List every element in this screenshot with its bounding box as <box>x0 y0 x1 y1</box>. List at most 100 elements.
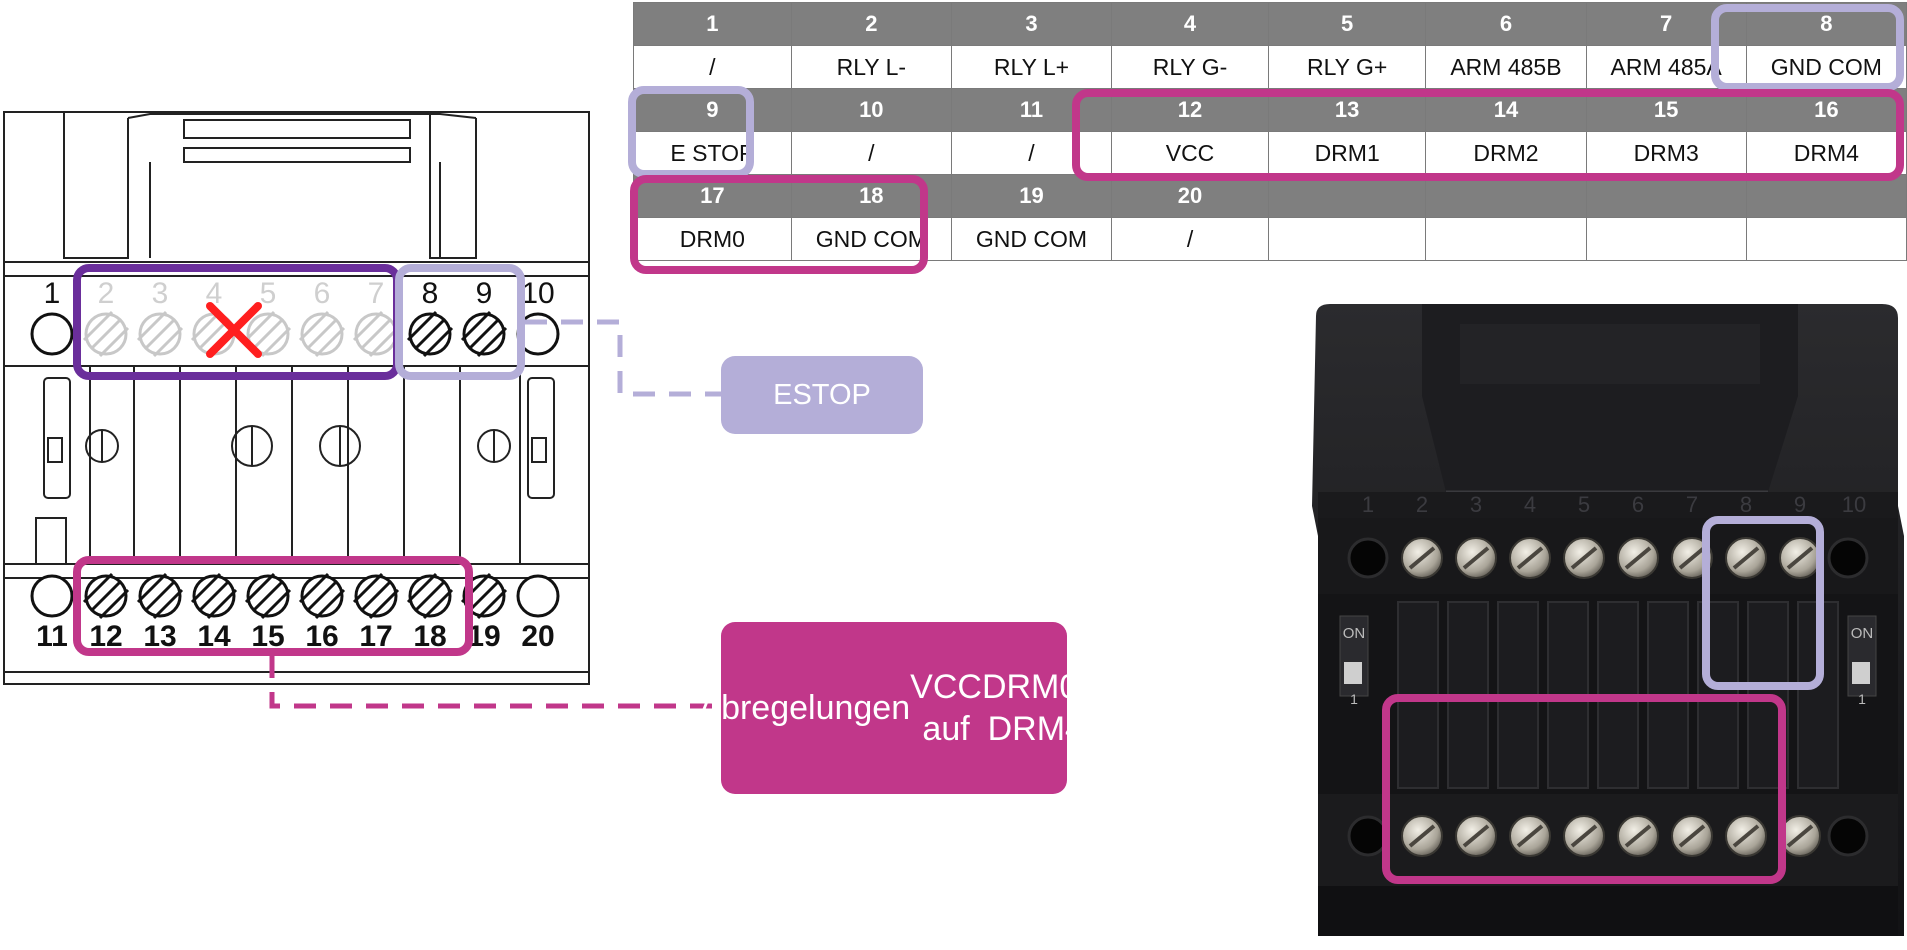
terminal-number: 15 <box>251 620 284 653</box>
drm-callout-line-2: VCC auf <box>910 667 982 749</box>
terminal-screw-icon <box>460 310 508 358</box>
highlight-drm-terminals <box>73 556 473 656</box>
photo-screw-icon <box>1509 815 1551 857</box>
photo-hole <box>1347 537 1389 579</box>
pin-number-cell <box>1585 174 1747 218</box>
pin-label-cell: DRM4 <box>1745 131 1907 175</box>
photo-switch-on-label: ON <box>1343 625 1366 642</box>
terminal-number: 12 <box>89 620 122 653</box>
terminal-number: 2 <box>98 277 115 310</box>
terminal-block-body <box>3 111 590 685</box>
terminal-screw-icon <box>298 572 346 620</box>
photo-terminal-number: 7 <box>1686 492 1698 517</box>
pin-label-cell: ARM 485B <box>1425 45 1587 89</box>
terminal-screw-icon <box>406 310 454 358</box>
pin-label-cell: DRM2 <box>1425 131 1587 175</box>
pin-label-cell: RLY L+ <box>950 45 1113 89</box>
photo-terminal-number: 5 <box>1578 492 1590 517</box>
photo-terminal-number: 4 <box>1524 492 1536 517</box>
terminal-number: 9 <box>476 277 493 310</box>
photo-screw-icon <box>1455 537 1497 579</box>
photo-screw-icon <box>1401 537 1443 579</box>
pin-number-cell: 4 <box>1111 2 1269 46</box>
terminal-screw-icon <box>352 572 400 620</box>
drm-callout-line-3: DRM0-DRM4 <box>981 667 1090 749</box>
highlight-estop-9 <box>628 86 754 178</box>
photo-screw-icon <box>1671 815 1713 857</box>
terminal-number: 20 <box>521 620 554 653</box>
terminal-screw-icon <box>190 572 238 620</box>
photo-terminal-number: 2 <box>1416 492 1428 517</box>
pin-label-cell: E STOP <box>633 131 792 175</box>
terminal-number: 6 <box>314 277 331 310</box>
pin-number-cell: 20 <box>1111 174 1269 218</box>
photo-screw-icon <box>1725 537 1767 579</box>
terminal-screw-icon <box>244 310 292 358</box>
terminal-number: 14 <box>197 620 231 653</box>
photo-terminal-number: 1 <box>1362 492 1374 517</box>
terminal-hole <box>516 574 560 618</box>
photo-highlight-drm <box>1382 694 1786 884</box>
photo-terminal-number: 8 <box>1740 492 1752 517</box>
pin-label-cell: RLY G- <box>1111 45 1269 89</box>
highlight-vcc-drm-row <box>1072 89 1904 181</box>
photo-screw-icon <box>1779 537 1821 579</box>
photo-switch-on-label-right: ON <box>1851 625 1874 642</box>
photo-screw-icon <box>1563 537 1605 579</box>
pin-label-cell: VCC <box>1111 131 1269 175</box>
pin-label-cell: DRM3 <box>1585 131 1747 175</box>
estop-callout: ESTOP <box>721 356 923 434</box>
highlight-gnd-com-8 <box>1711 4 1904 91</box>
photo-switch-number-right: 1 <box>1858 691 1866 707</box>
terminal-number: 13 <box>143 620 176 653</box>
pin-label-cell <box>1745 217 1907 261</box>
photo-terminal-number: 6 <box>1632 492 1644 517</box>
photo-terminal-number: 3 <box>1470 492 1482 517</box>
terminal-screw-icon <box>82 310 130 358</box>
photo-terminal-number: 10 <box>1842 492 1866 517</box>
terminal-number: 8 <box>422 277 439 310</box>
disabled-cross-icon <box>206 302 262 358</box>
terminal-number: 7 <box>368 277 385 310</box>
photo-screw-icon <box>1509 537 1551 579</box>
pin-number-cell: 1 <box>633 2 792 46</box>
photo-screw-icon <box>1779 815 1821 857</box>
terminal-number: 4 <box>206 277 223 310</box>
drm-connector <box>269 656 721 709</box>
pin-label-cell: GND COM <box>950 217 1113 261</box>
pin-label-cell <box>1585 217 1747 261</box>
terminal-screw-icon <box>82 572 130 620</box>
terminal-hole <box>30 312 74 356</box>
photo-screw-icon <box>1725 815 1767 857</box>
photo-screw-icon <box>1455 815 1497 857</box>
photo-highlight-estop <box>1702 516 1824 690</box>
pin-number-cell: 19 <box>950 174 1113 218</box>
terminal-number: 10 <box>521 277 554 310</box>
terminal-number: 1 <box>44 277 61 310</box>
estop-connector <box>525 319 721 397</box>
terminal-screw-icon <box>298 310 346 358</box>
pin-label-cell <box>1267 217 1427 261</box>
pin-number-cell: 9 <box>633 88 792 132</box>
terminal-screw-icon <box>406 572 454 620</box>
pin-label-cell: GND COM <box>1745 45 1907 89</box>
terminal-number: 17 <box>359 620 392 653</box>
photo-hole <box>1827 815 1869 857</box>
drm-callout-line-1: Abregelungen <box>698 688 911 727</box>
terminal-number: 18 <box>413 620 446 653</box>
pin-label-cell: RLY G+ <box>1267 45 1427 89</box>
highlight-drm0-gnd <box>630 175 928 274</box>
terminal-number: 5 <box>260 277 277 310</box>
terminal-number: 16 <box>305 620 338 653</box>
pin-label-cell <box>1425 217 1587 261</box>
photo-screw-icon <box>1401 815 1443 857</box>
terminal-screw-icon <box>136 310 184 358</box>
photo-switch-number: 1 <box>1350 691 1358 707</box>
pin-label-cell: DRM1 <box>1267 131 1427 175</box>
pin-number-cell <box>1267 174 1427 218</box>
pin-number-cell: 10 <box>790 88 952 132</box>
